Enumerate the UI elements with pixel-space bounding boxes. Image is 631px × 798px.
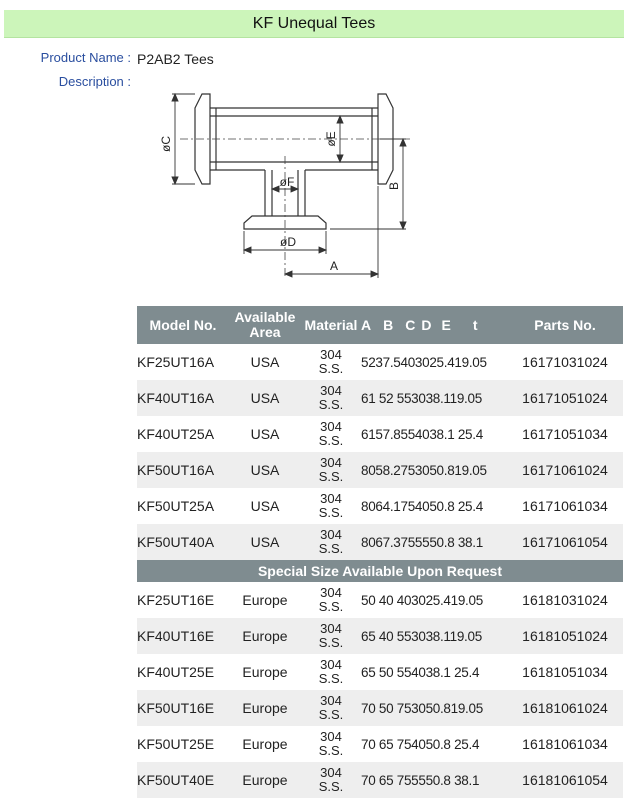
cell-model: KF50UT16A	[137, 452, 229, 488]
dim-label-a: A	[330, 259, 338, 273]
cell-dimensions: 65 50 554038.1 25.4	[361, 664, 480, 680]
cell-model: KF50UT16E	[137, 690, 229, 726]
cell-area: Europe	[229, 618, 301, 654]
cell-area: USA	[250, 498, 280, 514]
header-model: Model No.	[137, 306, 229, 344]
product-name-row: Product Name : P2AB2 Tees	[0, 50, 631, 68]
cell-dimensions: 61 52 553038.119.05	[361, 380, 507, 416]
cell-model: KF50UT40A	[137, 524, 229, 560]
cell-dimensions: 50 40 403025.419.05	[361, 592, 483, 608]
cell-parts-no: 16171031024	[522, 354, 608, 370]
cell-dimensions: 70 65 755550.8 38.1	[361, 762, 507, 798]
cell-area: USA	[229, 452, 301, 488]
tee-diagram: øC øE B øF øD A	[160, 92, 410, 278]
header-parts: Parts No.	[507, 306, 623, 344]
cell-parts-no: 16181031024	[522, 592, 608, 608]
cell-dimensions: 70 65 754050.8 25.4	[361, 736, 480, 752]
header-material: Material	[301, 306, 361, 344]
cell-model: KF50UT25E	[137, 736, 215, 752]
cell-dimensions: 8058.2753050.819.05	[361, 452, 507, 488]
cell-area: USA	[250, 354, 280, 370]
dim-label-e: øE	[324, 131, 338, 146]
bottom-flange	[243, 215, 327, 230]
cell-parts-no: 16181061034	[522, 736, 608, 752]
cell-area: USA	[250, 426, 280, 442]
cell-model: KF25UT16A	[137, 354, 215, 370]
cell-dimensions: 8067.3755550.8 38.1	[361, 524, 507, 560]
special-size-note: Special Size Available Upon Request	[137, 560, 623, 582]
cell-area: USA	[229, 380, 301, 416]
cell-area: Europe	[229, 690, 301, 726]
cell-dimensions: 6157.8554038.1 25.4	[361, 426, 483, 442]
dim-label-f: øF	[280, 175, 295, 189]
cell-parts-no: 16171051034	[522, 426, 608, 442]
cell-area: Europe	[229, 762, 301, 798]
cell-area: USA	[229, 524, 301, 560]
cell-dimensions: 70 50 753050.819.05	[361, 690, 507, 726]
product-name-label: Product Name :	[40, 50, 131, 65]
cell-area: Europe	[242, 736, 288, 752]
cell-parts-no: 16171061024	[507, 452, 623, 488]
dim-label-d: øD	[280, 235, 296, 249]
cell-dimensions: 5237.5403025.419.05	[361, 354, 487, 370]
cell-parts-no: 16171061034	[522, 498, 608, 514]
cell-parts-no: 16181051034	[522, 664, 608, 680]
cell-parts-no: 16181061054	[507, 762, 623, 798]
cell-model: KF40UT16E	[137, 618, 229, 654]
description-label: Description :	[58, 74, 131, 89]
cell-parts-no: 16171061054	[507, 524, 623, 560]
cell-model: KF25UT16E	[137, 592, 215, 608]
cell-model: KF40UT25A	[137, 426, 215, 442]
page-title: KF Unequal Tees	[4, 10, 624, 38]
left-flange	[194, 93, 211, 185]
right-flange	[377, 93, 394, 185]
cell-area: Europe	[242, 592, 288, 608]
cell-area: Europe	[242, 664, 288, 680]
special-size-row: Special Size Available Upon Request	[137, 560, 623, 582]
cell-model: KF40UT16A	[137, 380, 229, 416]
cell-model: KF50UT25A	[137, 498, 215, 514]
dim-label-c: øC	[160, 136, 173, 152]
cell-model: KF50UT40E	[137, 762, 229, 798]
dim-label-b: B	[387, 182, 401, 190]
cell-model: KF40UT25E	[137, 664, 215, 680]
cell-dimensions: 65 40 553038.119.05	[361, 618, 507, 654]
cell-dimensions: 8064.1754050.8 25.4	[361, 498, 483, 514]
cell-parts-no: 16181061024	[507, 690, 623, 726]
cell-parts-no: 16171051024	[507, 380, 623, 416]
product-name-value: P2AB2 Tees	[137, 51, 214, 67]
cell-parts-no: 16181051024	[507, 618, 623, 654]
description-row: Description :	[0, 74, 631, 92]
